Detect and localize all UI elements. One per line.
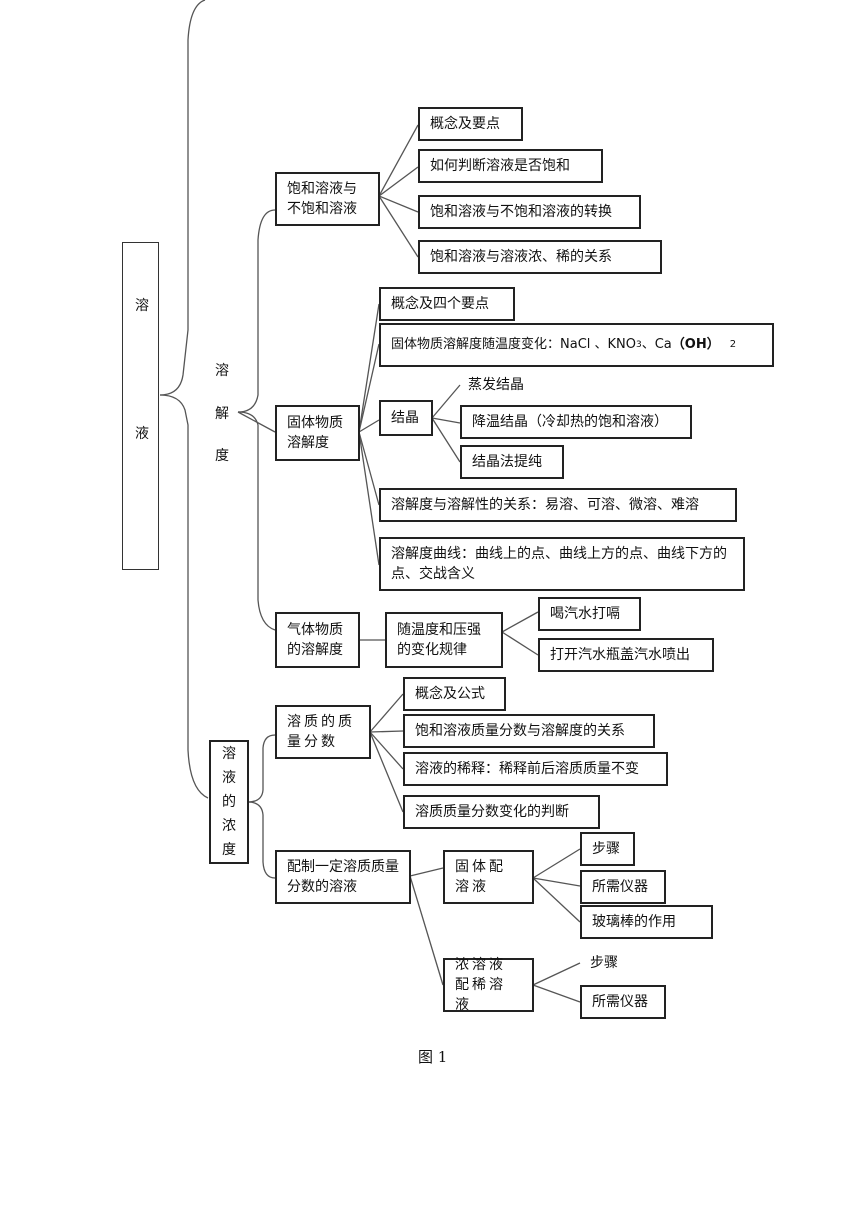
crystal-item-3: 结晶法提纯 <box>460 445 564 479</box>
solubility-label-2: 解 <box>215 406 229 422</box>
solid-prep-item-3: 玻璃棒的作用 <box>580 905 713 939</box>
solubility-relation: 溶解度与溶解性的关系：易溶、可溶、微溶、难溶 <box>379 488 737 522</box>
saturated-title: 饱和溶液与不饱和溶液 <box>287 181 357 217</box>
root-node: 溶 液 <box>122 242 159 570</box>
solid-prep-item-2: 所需仪器 <box>580 870 666 904</box>
dilute-prep-item-1: 步骤 <box>590 955 618 971</box>
saturated-item-1: 概念及要点 <box>418 107 523 141</box>
mass-fraction-item-2: 饱和溶液质量分数与溶解度的关系 <box>403 714 655 748</box>
oh-subscript: 2 <box>729 339 737 350</box>
root-char-2: 液 <box>135 426 149 442</box>
crystal-title: 结晶 <box>391 410 419 426</box>
solid-prep-node: 固体配溶液 <box>443 850 534 904</box>
oh-group: （OH） <box>671 337 720 352</box>
solid-solubility-title: 固体物质溶解度 <box>287 415 343 451</box>
dilute-prep-item-2: 所需仪器 <box>580 985 666 1019</box>
solubility-label-3: 度 <box>215 448 229 464</box>
gas-solubility-title: 气体物质的溶解度 <box>287 622 343 658</box>
figure-caption: 图 1 <box>418 1048 448 1066</box>
solid-prep-item-1: 步骤 <box>580 832 635 866</box>
gas-solubility-node: 气体物质的溶解度 <box>275 612 360 668</box>
solubility-label-1: 溶 <box>215 363 229 379</box>
crystal-item-2: 降温结晶（冷却热的饱和溶液） <box>460 405 692 439</box>
mass-fraction-item-1: 概念及公式 <box>403 677 506 711</box>
saturated-node: 饱和溶液与不饱和溶液 <box>275 172 380 226</box>
concentration-node: 溶液的浓度 <box>209 740 249 864</box>
solubility-curve: 溶解度曲线：曲线上的点、曲线上方的点、曲线下方的点、交战含义 <box>379 537 745 591</box>
temp-change-prefix: 固体物质溶解度随温度变化：NaCl 、KNO <box>391 337 636 352</box>
saturated-item-2: 如何判断溶液是否饱和 <box>418 149 603 183</box>
gas-item-2: 打开汽水瓶盖汽水喷出 <box>538 638 714 672</box>
kno3-subscript: 3 <box>636 340 642 350</box>
gas-item-1: 喝汽水打嗝 <box>538 597 641 631</box>
saturated-item-3: 饱和溶液与不饱和溶液的转换 <box>418 195 641 229</box>
prepare-node: 配制一定溶质质量分数的溶液 <box>275 850 411 904</box>
saturated-item-4: 饱和溶液与溶液浓、稀的关系 <box>418 240 662 274</box>
root-char-1: 溶 <box>135 298 149 314</box>
prepare-title: 配制一定溶质质量分数的溶液 <box>287 859 399 895</box>
solid-concept: 概念及四个要点 <box>379 287 515 321</box>
mass-fraction-item-4: 溶质质量分数变化的判断 <box>403 795 600 829</box>
gas-rule-node: 随温度和压强的变化规律 <box>385 612 503 668</box>
mass-fraction-node: 溶质的质量分数 <box>275 705 371 759</box>
dilute-prep-node: 浓溶液配稀溶液 <box>443 957 534 1013</box>
crystal-item-1: 蒸发结晶 <box>468 377 524 393</box>
solid-solubility-node: 固体物质溶解度 <box>275 405 360 461</box>
crystal-node: 结晶 <box>379 400 433 436</box>
mass-fraction-item-3: 溶液的稀释：稀释前后溶质质量不变 <box>403 752 668 786</box>
mass-fraction-title: 溶质的质量分数 <box>287 714 355 750</box>
temp-change-mid: 、Ca <box>641 337 672 352</box>
concentration-title: 溶液的浓度 <box>222 746 236 858</box>
